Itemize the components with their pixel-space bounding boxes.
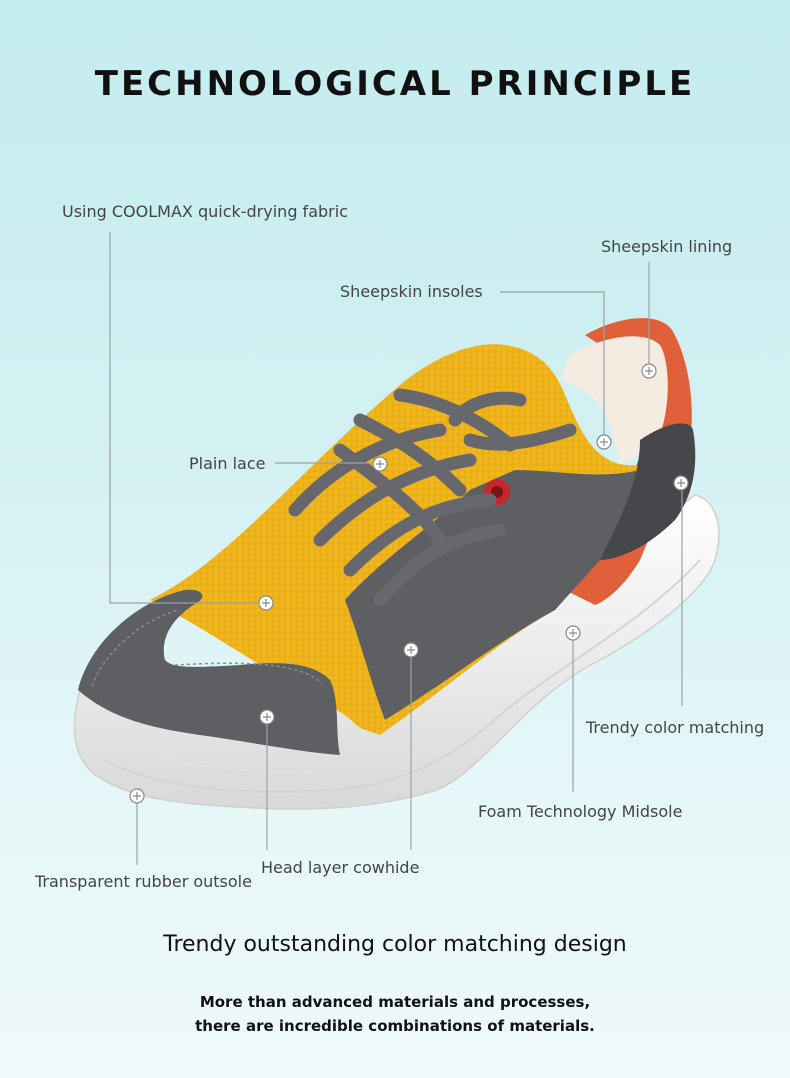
hotspot-outsole-icon xyxy=(129,788,145,804)
sheepskin-lining-panel xyxy=(560,336,668,465)
grey-side-panel xyxy=(345,470,642,720)
callout-sheepskin-insoles: Sheepskin insoles xyxy=(340,282,483,301)
description-line-2: there are incredible combinations of mat… xyxy=(195,1017,595,1035)
page-title: TECHNOLOGICAL PRINCIPLE xyxy=(94,64,696,104)
callout-foam-midsole: Foam Technology Midsole xyxy=(478,802,683,821)
callout-coolmax-fabric: Using COOLMAX quick-drying fabric xyxy=(62,202,348,221)
hotspot-toe-icon xyxy=(259,709,275,725)
callout-head-layer-cowhide: Head layer cowhide xyxy=(261,858,420,877)
hotspot-lining-icon xyxy=(641,363,657,379)
tagline: Trendy outstanding color matching design xyxy=(163,932,627,957)
hotspot-markers xyxy=(129,363,689,804)
callout-rubber-outsole: Transparent rubber outsole xyxy=(35,872,252,891)
leader-lines xyxy=(109,232,683,865)
callout-plain-lace: Plain lace xyxy=(189,454,266,473)
grey-toe-cap xyxy=(78,589,340,755)
hotspot-insoles-icon xyxy=(596,434,612,450)
hotspot-lace-icon xyxy=(372,456,388,472)
callout-sheepskin-lining: Sheepskin lining xyxy=(601,237,733,256)
hotspot-trendy-icon xyxy=(673,475,689,491)
heel-counter xyxy=(600,423,696,560)
hotspot-fabric-icon xyxy=(258,595,274,611)
hotspot-midsole-icon xyxy=(565,625,581,641)
plain-lace xyxy=(288,388,577,607)
callout-trendy-color: Trendy color matching xyxy=(586,718,765,737)
hotspot-cowhide-icon xyxy=(403,642,419,658)
description-line-1: More than advanced materials and process… xyxy=(199,993,591,1011)
